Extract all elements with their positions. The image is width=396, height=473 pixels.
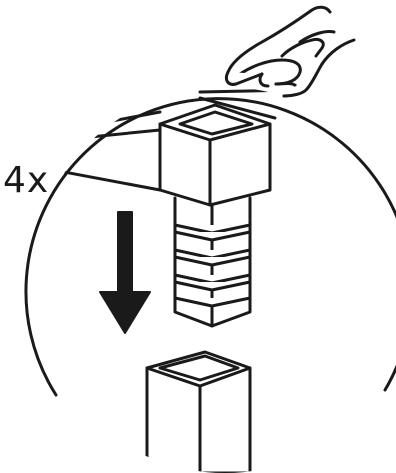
detail-circle [24,97,396,397]
plug-insert [173,196,252,328]
quantity-label: 4x [3,160,50,201]
square-post [145,350,252,473]
pointing-hand-icon [224,5,356,98]
down-arrow-icon [99,211,151,334]
plug-cap [158,103,272,207]
